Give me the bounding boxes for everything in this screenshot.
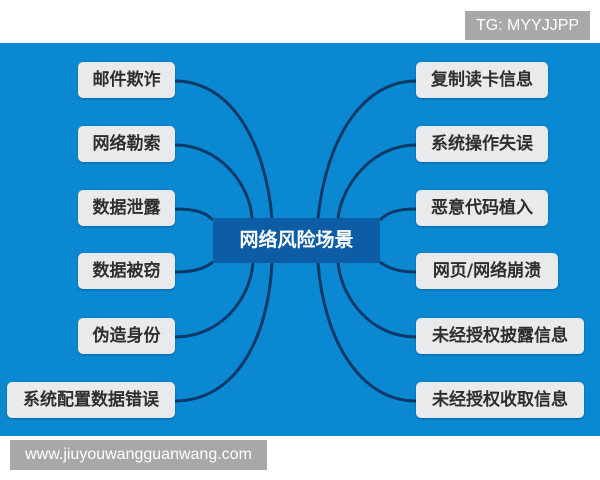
node-data-theft: 数据被窃 — [78, 253, 175, 289]
connector-left-4 — [174, 260, 214, 274]
node-config-error: 系统配置数据错误 — [7, 382, 175, 418]
connector-right-6 — [316, 262, 417, 403]
tg-badge: TG: MYYJJPP — [465, 11, 590, 40]
node-web-crash: 网页/网络崩溃 — [416, 253, 558, 289]
connector-left-1 — [174, 79, 274, 219]
node-unauthorized-collection: 未经授权收取信息 — [416, 382, 584, 418]
node-ransomware: 网络勒索 — [78, 126, 175, 162]
connector-right-5 — [336, 262, 417, 339]
node-identity-forgery: 伪造身份 — [78, 318, 175, 354]
node-card-skimming: 复制读卡信息 — [416, 62, 548, 98]
connector-right-2 — [336, 143, 417, 219]
connector-right-4 — [379, 260, 417, 274]
connector-right-3 — [378, 207, 417, 222]
node-unauthorized-disclosure: 未经授权披露信息 — [416, 318, 584, 354]
watermark-url: www.jiuyouwangguanwang.com — [10, 440, 267, 470]
node-email-fraud: 邮件欺诈 — [78, 62, 175, 98]
connector-left-6 — [174, 262, 274, 403]
connector-left-5 — [174, 262, 255, 339]
node-malware-injection: 恶意代码植入 — [416, 190, 548, 226]
connector-left-3 — [174, 207, 215, 222]
center-node: 网络风险场景 — [213, 218, 380, 263]
node-operation-error: 系统操作失误 — [416, 126, 548, 162]
node-data-leak: 数据泄露 — [78, 190, 175, 226]
connector-left-2 — [174, 143, 254, 219]
connector-right-1 — [316, 79, 417, 219]
